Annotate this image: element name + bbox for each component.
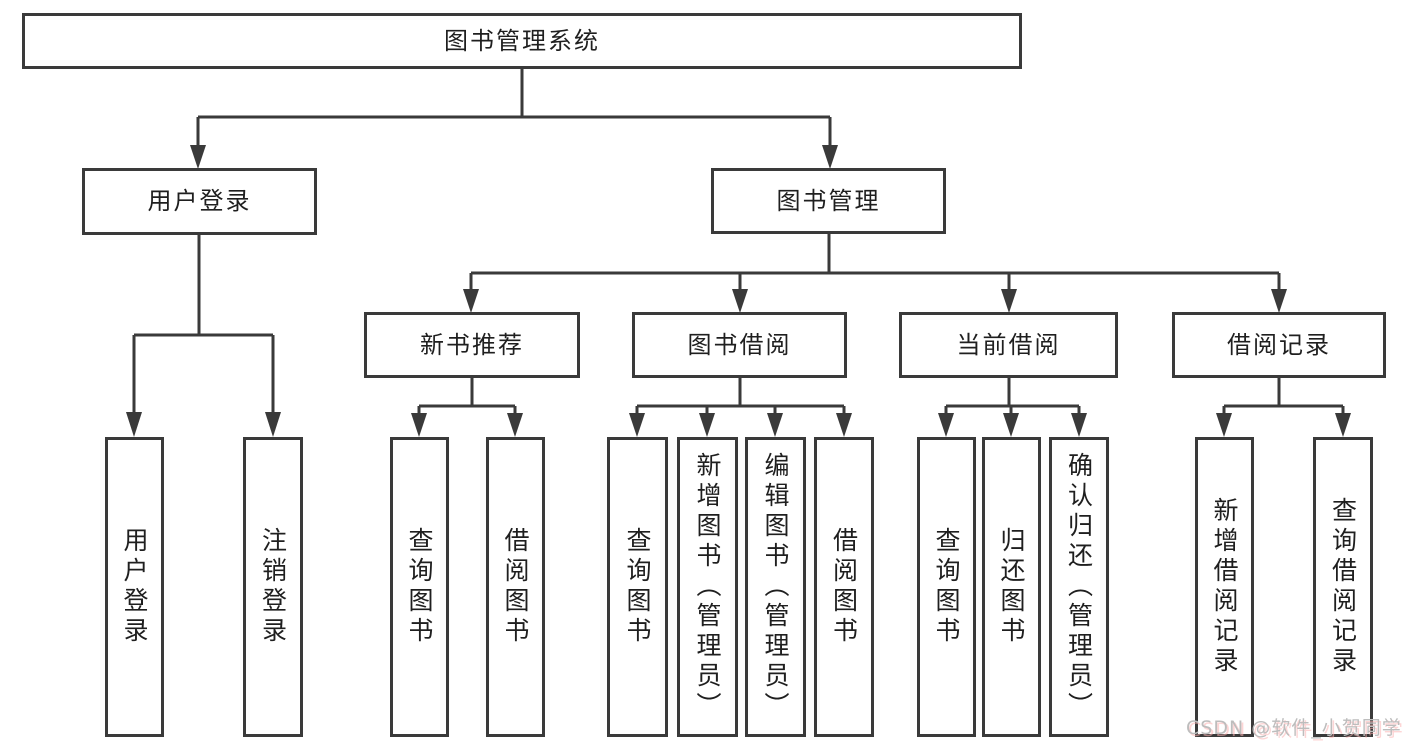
arrowhead xyxy=(265,412,281,437)
node-book-borrowing-label: 图书借阅 xyxy=(687,330,792,359)
arrowhead xyxy=(1216,413,1232,437)
leaf-query-books-current-label: 查询图书 xyxy=(932,527,961,647)
connector-user-login-to-leaves xyxy=(126,235,281,437)
leaf-query-books-current: 查询图书 xyxy=(917,437,976,737)
arrowhead xyxy=(463,289,479,313)
arrowhead xyxy=(822,145,838,169)
connector-line xyxy=(417,378,517,415)
arrowhead xyxy=(126,412,142,437)
leaf-borrow-books-label: 借阅图书 xyxy=(829,527,859,647)
node-user-login-label: 用户登录 xyxy=(147,187,252,216)
leaf-user-login-label: 用户登录 xyxy=(120,527,149,647)
node-new-book-recommend: 新书推荐 xyxy=(364,312,580,378)
leaf-query-books-recommend: 查询图书 xyxy=(390,437,449,737)
leaf-query-books-borrow-label: 查询图书 xyxy=(623,527,652,647)
leaf-borrow-books-recommend-label: 借阅图书 xyxy=(501,527,530,647)
leaf-return-books: 归还图书 xyxy=(982,437,1041,737)
leaf-edit-books-admin: 编辑图书（管理员） xyxy=(745,437,806,737)
arrowhead xyxy=(507,413,523,437)
connector-line xyxy=(132,235,275,414)
node-borrowing-records-label: 借阅记录 xyxy=(1227,330,1331,359)
leaf-confirm-return-admin-label: 确认归还（管理员） xyxy=(1064,452,1094,722)
leaf-query-borrow-record: 查询借阅记录 xyxy=(1313,437,1373,737)
node-current-borrowing-label: 当前借阅 xyxy=(956,330,1061,359)
leaf-edit-books-admin-label: 编辑图书（管理员） xyxy=(761,452,790,722)
connector-book-borrow-to-leaves xyxy=(629,378,852,437)
leaf-return-books-label: 归还图书 xyxy=(997,527,1026,647)
connector-line xyxy=(635,378,846,415)
leaf-add-books-admin: 新增图书（管理员） xyxy=(677,437,738,737)
connector-book-mgmt-to-level3 xyxy=(463,233,1287,313)
node-library-system-label: 图书管理系统 xyxy=(444,26,600,55)
leaf-add-books-admin-label: 新增图书（管理员） xyxy=(693,452,722,722)
arrowhead xyxy=(190,145,206,169)
arrowhead xyxy=(699,413,715,437)
arrowhead xyxy=(836,413,852,437)
arrowhead xyxy=(732,289,748,313)
node-new-book-recommend-label: 新书推荐 xyxy=(420,330,524,359)
leaf-borrow-books-recommend: 借阅图书 xyxy=(486,437,545,737)
leaf-add-borrow-record: 新增借阅记录 xyxy=(1195,437,1254,737)
leaf-user-login: 用户登录 xyxy=(105,437,164,737)
arrowhead xyxy=(1271,289,1287,313)
node-user-login: 用户登录 xyxy=(82,168,317,235)
csdn-watermark: CSDN @软件_小贺同学 xyxy=(1186,717,1402,739)
node-borrowing-records: 借阅记录 xyxy=(1172,312,1386,378)
arrowhead xyxy=(938,413,954,437)
connector-line xyxy=(944,378,1081,415)
node-book-borrowing: 图书借阅 xyxy=(632,312,847,378)
arrowhead xyxy=(767,413,783,437)
node-book-management: 图书管理 xyxy=(711,168,946,234)
arrowhead xyxy=(1003,413,1019,437)
connector-line xyxy=(469,233,1281,291)
node-current-borrowing: 当前借阅 xyxy=(899,312,1118,378)
arrowhead xyxy=(411,413,427,437)
leaf-logout-label: 注销登录 xyxy=(258,527,288,647)
connector-current-borrow-to-leaves xyxy=(938,378,1087,437)
arrowhead xyxy=(1071,413,1087,437)
connector-root-to-level2 xyxy=(190,68,838,169)
leaf-borrow-books: 借阅图书 xyxy=(814,437,874,737)
connector-line xyxy=(196,68,832,147)
node-book-management-label: 图书管理 xyxy=(776,186,881,215)
leaf-logout: 注销登录 xyxy=(243,437,303,737)
arrowhead xyxy=(629,413,645,437)
connector-new-book-to-leaves xyxy=(411,378,523,437)
leaf-query-books-recommend-label: 查询图书 xyxy=(405,527,434,647)
connector-line xyxy=(1222,378,1345,415)
connector-borrow-records-to-leaves xyxy=(1216,378,1351,437)
node-library-system: 图书管理系统 xyxy=(22,13,1022,69)
leaf-add-borrow-record-label: 新增借阅记录 xyxy=(1210,497,1239,677)
leaf-confirm-return-admin: 确认归还（管理员） xyxy=(1049,437,1109,737)
arrowhead xyxy=(1001,289,1017,313)
leaf-query-books-borrow: 查询图书 xyxy=(607,437,668,737)
leaf-query-borrow-record-label: 查询借阅记录 xyxy=(1328,497,1358,677)
arrowhead xyxy=(1335,413,1351,437)
